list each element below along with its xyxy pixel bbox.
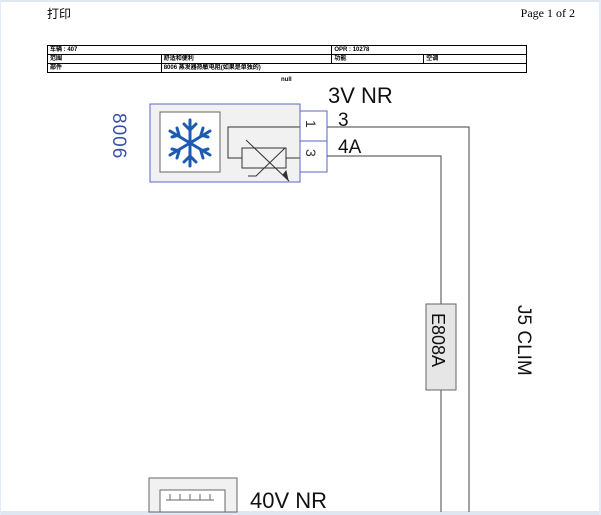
wire-3 xyxy=(327,126,470,512)
bottom-connector-pins xyxy=(166,494,214,501)
wire-3-label: 3 xyxy=(338,110,349,131)
component-id-label: 8006 xyxy=(108,113,129,159)
pin-3-label: 3 xyxy=(303,149,319,157)
splice-label: E808A xyxy=(428,313,448,367)
null-label: null xyxy=(281,77,292,83)
connector-top-label: 3V NR xyxy=(328,83,393,108)
wires xyxy=(327,126,470,512)
snowflake-icon xyxy=(168,118,212,168)
info-table: 车辆 : 407 OPR : 10278 范围 舒适和便利 功能 空调 部件 8… xyxy=(46,45,528,73)
right-edge-label: J5 CLIM xyxy=(513,305,534,376)
page-number: Page 1 of 2 xyxy=(520,6,575,20)
frame-bottom-border xyxy=(0,511,601,515)
frame-right-border xyxy=(599,0,601,515)
wire-4a xyxy=(327,155,442,304)
thermistor-icon xyxy=(227,126,300,182)
frame-top-border xyxy=(0,0,601,2)
frame-left-border xyxy=(0,0,1,515)
part-value: 8006 蒸发器热敏电阻(如果是单独的) xyxy=(160,63,528,73)
print-title: 打印 xyxy=(47,7,72,21)
table-row: 部件 8006 蒸发器热敏电阻(如果是单独的) xyxy=(47,63,528,73)
wire-4a-label: 4A xyxy=(338,137,362,158)
bottom-connector-inner xyxy=(159,489,226,513)
bottom-connector-label: 40V NR xyxy=(250,488,327,513)
splice-e808a xyxy=(425,303,457,391)
pin-1-label: 1 xyxy=(303,120,319,128)
